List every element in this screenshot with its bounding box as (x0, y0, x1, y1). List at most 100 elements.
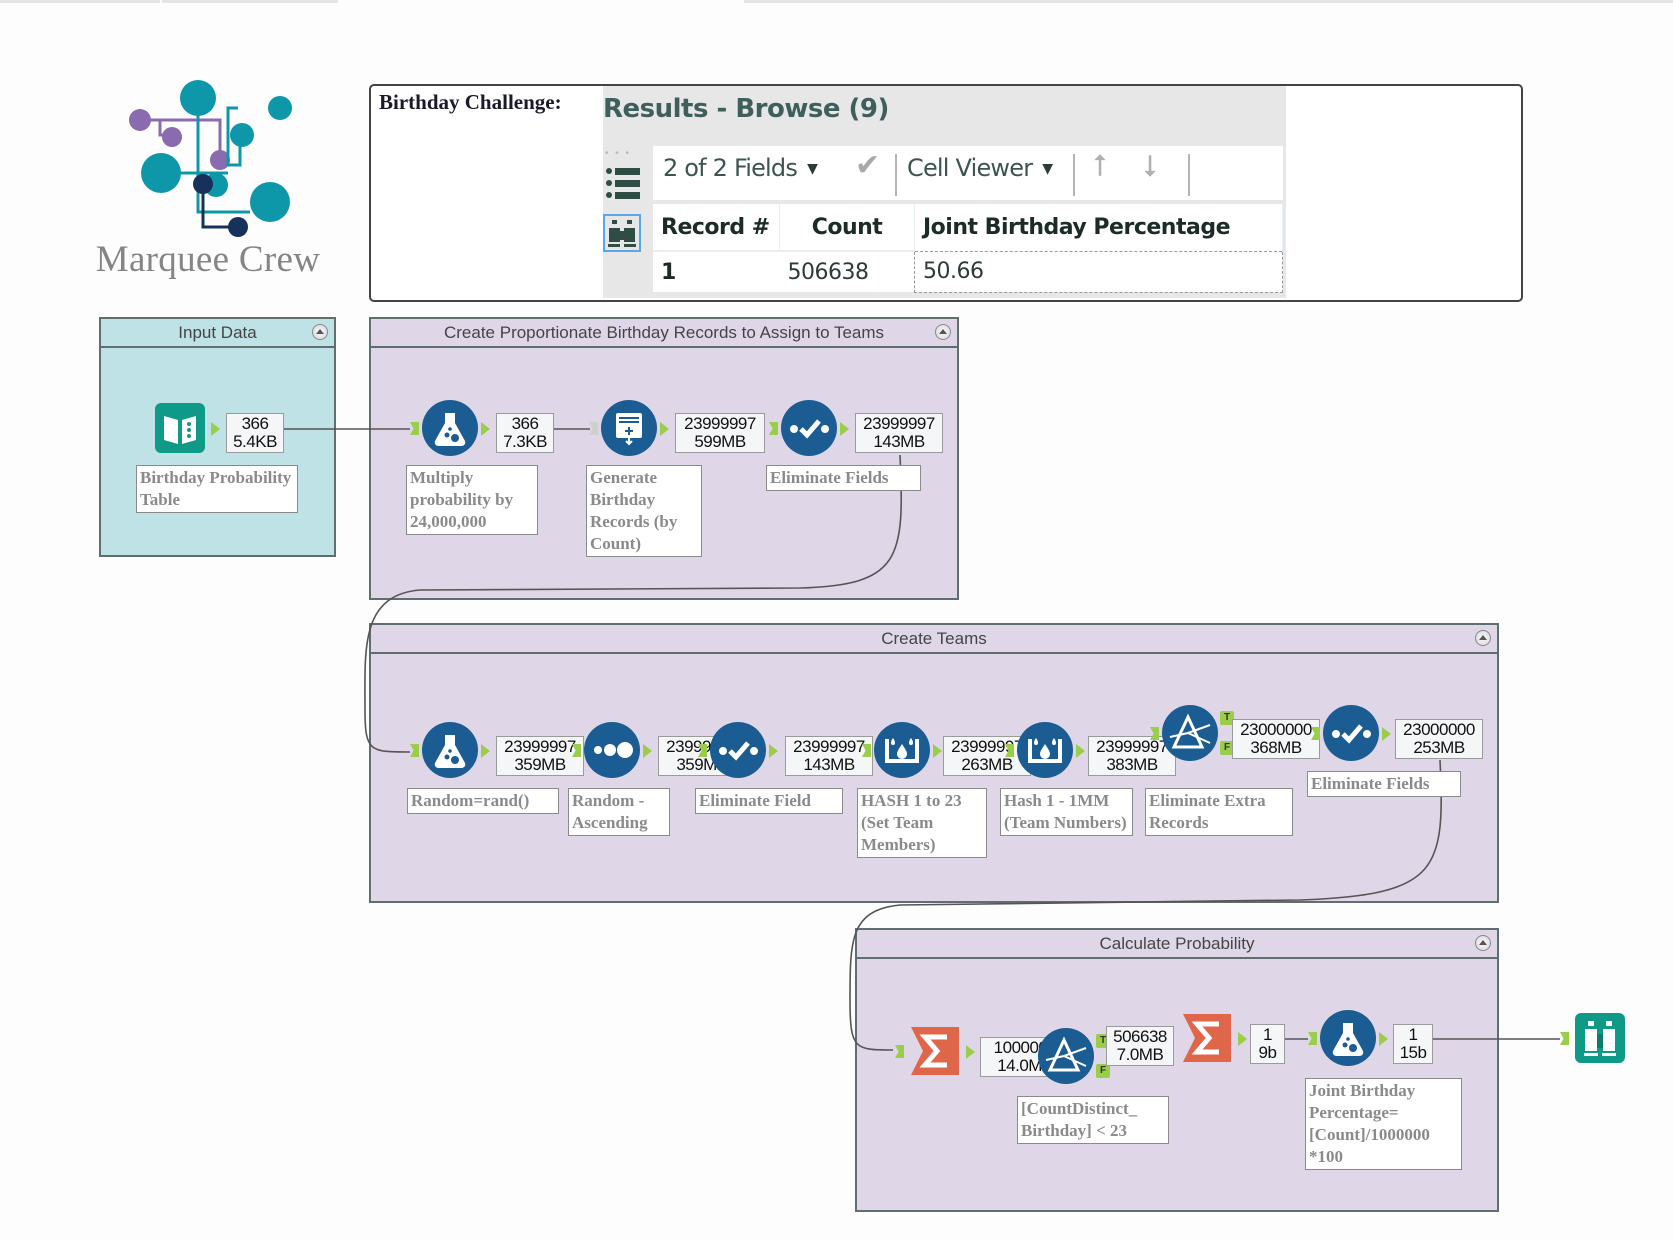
output-anchor[interactable] (1382, 727, 1391, 741)
tool-tile[interactable] (874, 722, 930, 778)
data-size: 253MB (1413, 738, 1465, 757)
tool-browse[interactable] (1572, 1010, 1628, 1066)
false-output-anchor[interactable]: F (1220, 741, 1234, 755)
cell-count[interactable]: 506638 (779, 250, 915, 292)
input-anchor[interactable] (410, 422, 419, 435)
flask-icon (1332, 1023, 1364, 1056)
tool-filter[interactable] (1038, 1028, 1094, 1084)
record-count: 506638 (1113, 1027, 1167, 1046)
tool-filter[interactable] (1162, 705, 1218, 761)
tool-summarize[interactable] (1179, 1010, 1235, 1066)
select-check-icon (790, 419, 829, 439)
window-edge (162, 0, 338, 3)
marquee-crew-logo-icon (129, 80, 292, 237)
book-icon (155, 403, 205, 453)
output-anchor[interactable] (1238, 1032, 1247, 1046)
apply-check-icon[interactable]: ✔ (855, 148, 880, 183)
sigma-icon (1183, 1014, 1231, 1062)
output-anchor[interactable] (933, 744, 942, 758)
tool-annotation: Eliminate Field (695, 788, 843, 814)
filter-prism-icon (1045, 1036, 1087, 1072)
fields-selector-dropdown[interactable]: 2 of 2 Fields▼ (663, 154, 818, 182)
input-anchor[interactable] (1308, 1032, 1317, 1045)
input-anchor[interactable] (1150, 727, 1159, 740)
toolbar-divider (1073, 154, 1075, 196)
arrow-down-icon[interactable]: ⭣ (1143, 149, 1157, 184)
collapse-icon[interactable] (935, 324, 951, 340)
input-anchor[interactable] (410, 744, 419, 757)
tool-generate-rows[interactable] (601, 400, 657, 456)
tool-select[interactable] (710, 722, 766, 778)
toolbar-divider (895, 154, 897, 196)
binoculars-view-icon[interactable] (603, 214, 641, 252)
input-anchor[interactable] (1005, 744, 1014, 757)
tool-select[interactable] (781, 400, 837, 456)
results-grid: Record # Count Joint Birthday Percentage… (653, 204, 1283, 293)
input-anchor[interactable] (589, 422, 598, 435)
output-anchor[interactable] (481, 744, 490, 758)
output-anchor[interactable] (966, 1045, 975, 1059)
column-header-joint-birthday-percentage[interactable]: Joint Birthday Percentage (914, 204, 1283, 251)
column-header-record[interactable]: Record # (653, 204, 780, 251)
input-anchor[interactable] (572, 744, 581, 757)
tool-sort[interactable] (584, 722, 640, 778)
record-count: 23999997 (1096, 737, 1168, 756)
output-anchor[interactable] (840, 422, 849, 436)
output-anchor[interactable] (1076, 744, 1085, 758)
output-anchor[interactable] (481, 422, 490, 436)
output-anchor[interactable] (643, 744, 652, 758)
challenge-label: Birthday Challenge: (379, 90, 562, 114)
collapse-icon[interactable] (1475, 935, 1491, 951)
drag-handle-icon[interactable]: • • • (605, 148, 632, 159)
input-anchor[interactable] (698, 744, 707, 757)
select-check-icon (719, 741, 758, 761)
cell-joint-birthday-percentage[interactable]: 50.66 (914, 250, 1283, 293)
input-anchor[interactable] (862, 744, 871, 757)
input-anchor[interactable] (1560, 1032, 1569, 1045)
collapse-icon[interactable] (312, 324, 328, 340)
record-count: 1 (1408, 1025, 1418, 1044)
input-anchor[interactable] (1311, 727, 1320, 740)
data-size: 383MB (1106, 755, 1158, 774)
select-check-icon (1332, 724, 1371, 744)
tool-formula[interactable] (422, 400, 478, 456)
tool-annotation: Birthday Probability Table (136, 465, 298, 513)
container-create-proportionate[interactable]: Create Proportionate Birthday Records to… (369, 317, 959, 600)
table-row[interactable]: 1 506638 50.66 (653, 250, 1283, 293)
output-anchor[interactable] (211, 422, 220, 436)
tool-select[interactable] (1323, 705, 1379, 761)
tool-formula[interactable] (422, 722, 478, 778)
tool-formula[interactable] (1320, 1010, 1376, 1066)
sigma-icon (911, 1027, 959, 1075)
input-anchor[interactable] (895, 1045, 904, 1058)
tool-summarize[interactable] (907, 1023, 963, 1079)
true-output-anchor[interactable]: T (1220, 711, 1234, 725)
input-anchor[interactable] (769, 422, 778, 435)
record-count: 23999997 (684, 414, 756, 433)
false-output-anchor[interactable]: F (1096, 1064, 1110, 1078)
tile-bucket-icon (1028, 738, 1062, 763)
output-anchor[interactable] (660, 422, 669, 436)
birthday-challenge-comment: Birthday Challenge: Results - Browse (9)… (369, 84, 1523, 302)
tool-input-data[interactable] (152, 400, 208, 456)
record-count: 23999997 (504, 737, 576, 756)
tool-tile[interactable] (1017, 722, 1073, 778)
output-anchor[interactable] (769, 744, 778, 758)
arrow-up-icon[interactable]: ⭡ (1093, 149, 1107, 184)
output-anchor[interactable] (1379, 1032, 1388, 1046)
data-size: 9b (1258, 1043, 1277, 1062)
flask-icon (434, 735, 466, 768)
cell-viewer-dropdown[interactable]: Cell Viewer▼ (907, 154, 1053, 182)
tool-annotation: Eliminate Extra Records (1145, 788, 1293, 836)
cell-record[interactable]: 1 (653, 250, 780, 292)
container-input-data[interactable]: Input Data (99, 317, 336, 557)
collapse-icon[interactable] (1475, 630, 1491, 646)
sort-dots-icon (594, 742, 633, 758)
list-view-icon[interactable] (605, 166, 641, 200)
column-header-count[interactable]: Count (779, 204, 915, 251)
